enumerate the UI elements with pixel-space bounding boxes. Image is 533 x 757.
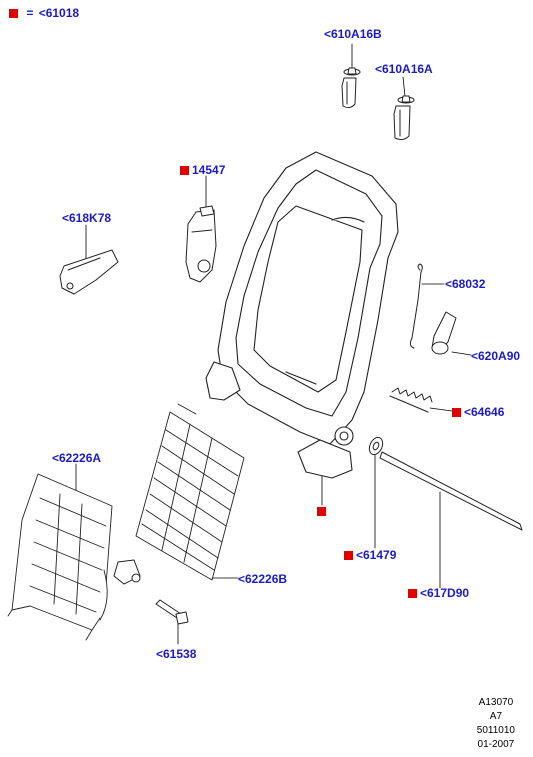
label-617d90[interactable]: <617D90 bbox=[408, 586, 469, 600]
label-620a90[interactable]: <620A90 bbox=[471, 349, 521, 363]
label-617d90-text: <617D90 bbox=[420, 586, 470, 600]
rod-617d90 bbox=[379, 451, 523, 531]
square-red-marker bbox=[452, 408, 461, 417]
lumbar-motor bbox=[113, 559, 141, 585]
label-14547-text: 14547 bbox=[192, 163, 226, 177]
bolt-61538 bbox=[155, 599, 189, 625]
label-618k78[interactable]: <618K78 bbox=[62, 211, 112, 225]
lumbar-panel-62226a bbox=[7, 473, 113, 641]
label-62226b[interactable]: <62226B bbox=[238, 572, 288, 586]
square-red-marker bbox=[9, 9, 18, 18]
reference-line-1: A13070 bbox=[478, 697, 514, 708]
reference-line-3: 5011010 bbox=[476, 725, 515, 736]
wire-suspension-62226b bbox=[135, 403, 245, 581]
lever-620a90 bbox=[431, 311, 457, 355]
reference-line-4: 01-2007 bbox=[477, 739, 515, 750]
drawing-reference: A13070 A7 5011010 01-2007 bbox=[477, 696, 515, 752]
label-62226a[interactable]: <62226A bbox=[52, 451, 102, 465]
square-red-marker bbox=[344, 551, 353, 560]
spring-hook-68032 bbox=[409, 263, 423, 349]
square-red-marker bbox=[317, 507, 326, 516]
label-61479-text: <61479 bbox=[356, 548, 397, 562]
legend: = <61018 bbox=[9, 6, 79, 20]
release-handle-618k78 bbox=[59, 249, 119, 295]
guide-pin-610a16a bbox=[393, 95, 415, 141]
guide-pin-610a16b bbox=[341, 67, 361, 109]
seat-back-frame bbox=[205, 151, 399, 479]
label-14547[interactable]: 14547 bbox=[180, 163, 225, 177]
square-red-marker bbox=[408, 589, 417, 598]
label-61538[interactable]: <61538 bbox=[156, 647, 197, 661]
label-68032[interactable]: <68032 bbox=[445, 277, 486, 291]
square-red-marker bbox=[180, 166, 189, 175]
legend-equals: = bbox=[26, 6, 34, 20]
recliner-actuator-14547 bbox=[185, 205, 217, 283]
label-64646[interactable]: <64646 bbox=[452, 405, 504, 419]
label-64646-text: <64646 bbox=[464, 405, 505, 419]
reference-line-2: A7 bbox=[489, 711, 503, 722]
label-61479[interactable]: <61479 bbox=[344, 548, 396, 562]
legend-part[interactable]: <61018 bbox=[38, 6, 80, 20]
label-610a16b[interactable]: <610A16B bbox=[324, 27, 382, 41]
washer-61479 bbox=[368, 436, 384, 456]
coil-spring-64646 bbox=[389, 387, 433, 413]
label-610a16a[interactable]: <610A16A bbox=[375, 62, 433, 76]
